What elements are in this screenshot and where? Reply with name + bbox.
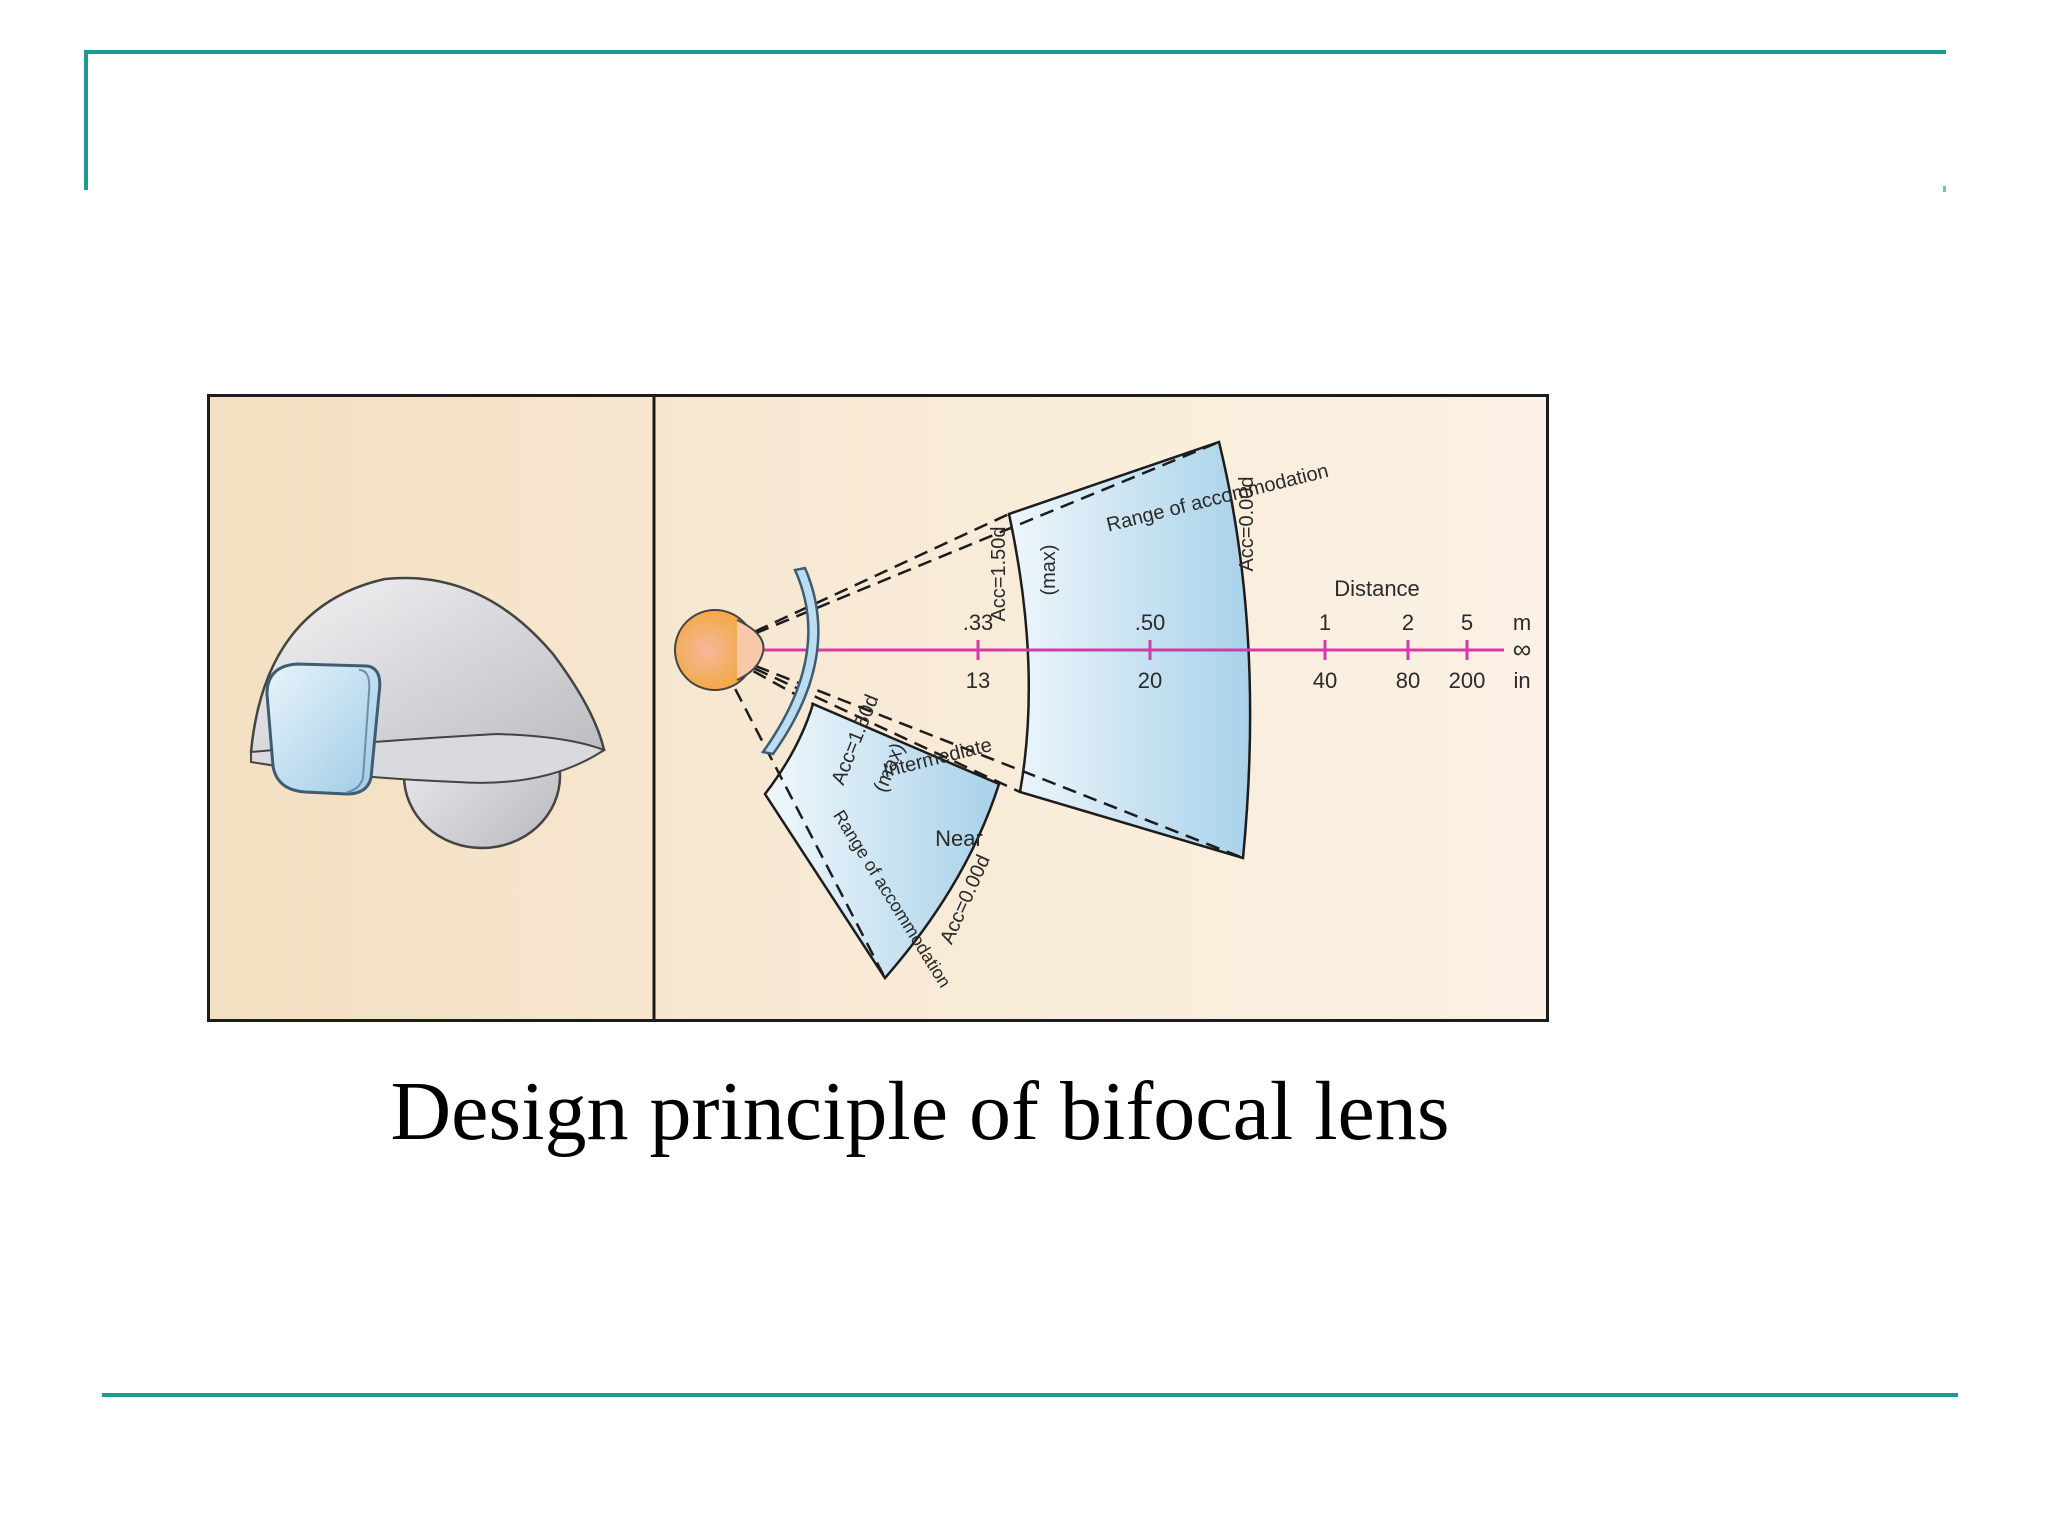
figure-border — [207, 394, 1549, 1022]
distance-acc-max-label: Acc=1.50d — [988, 526, 1010, 621]
eye-icon — [674, 609, 765, 691]
bottom-border-rule — [102, 1393, 1958, 1397]
axis-tick-m-1: .50 — [1135, 610, 1166, 635]
axis-infinity: ∞ — [1513, 634, 1532, 664]
left-border-rule — [84, 50, 88, 190]
axis-tick-in-2: 40 — [1313, 668, 1337, 693]
bifocal-lens-icon — [760, 566, 820, 756]
axis-tick-m-3: 2 — [1402, 610, 1414, 635]
near-zone — [763, 702, 1001, 981]
head-with-bifocal-lens-icon — [249, 576, 607, 850]
axis-unit-in: in — [1513, 668, 1530, 693]
axis-tick-in-4: 200 — [1449, 668, 1486, 693]
distance-acc-min-label: Acc=0.00d — [1236, 476, 1258, 571]
axis-tick-m-4: 5 — [1461, 610, 1473, 635]
axis-tick-m-2: 1 — [1319, 610, 1331, 635]
top-border-rule — [84, 50, 1946, 54]
bifocal-diagram-figure: .33 .50 1 2 5 m ∞ 13 20 40 80 200 in Dis… — [207, 394, 1549, 1022]
axis-tick-in-0: 13 — [966, 668, 990, 693]
distance-zone-label: Distance — [1334, 576, 1420, 601]
figure-caption: Design principle of bifocal lens — [390, 1065, 1450, 1158]
axis-tick-in-3: 80 — [1396, 668, 1420, 693]
right-border-mark — [1943, 186, 1946, 192]
axis-ticks — [976, 640, 1469, 660]
distance-max-label: (max) — [1038, 544, 1060, 595]
near-zone-label: Near — [935, 826, 983, 851]
axis-tick-in-1: 20 — [1138, 668, 1162, 693]
bifocal-diagram-svg: .33 .50 1 2 5 m ∞ 13 20 40 80 200 in Dis… — [207, 394, 1549, 1022]
axis-tick-m-0: .33 — [963, 610, 994, 635]
axis-unit-m: m — [1513, 610, 1531, 635]
